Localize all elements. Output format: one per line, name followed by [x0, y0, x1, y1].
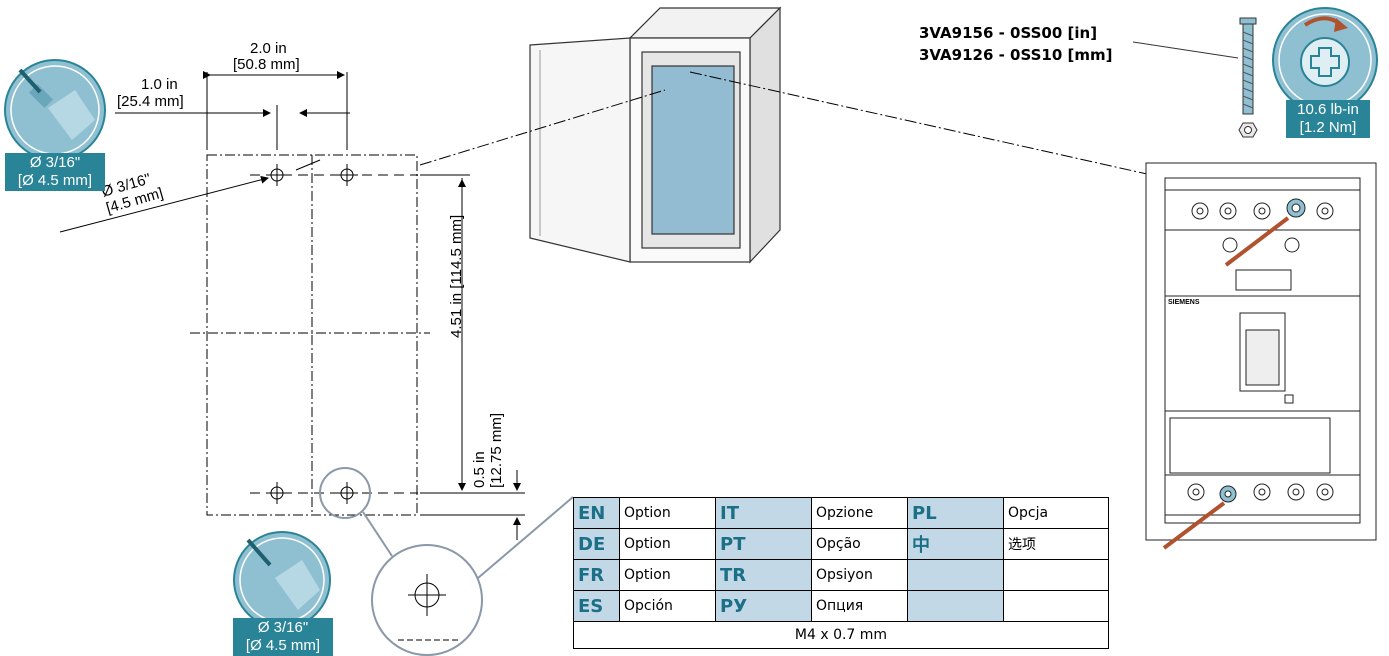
mounting-holes — [266, 164, 358, 504]
language-code: 中 — [907, 528, 1004, 560]
language-code: IT — [715, 497, 812, 529]
dim-width-in: 2.0 in — [250, 40, 287, 57]
language-code — [907, 559, 1004, 591]
circuit-breaker-illustration — [1145, 162, 1377, 550]
language-code: TR — [715, 559, 812, 591]
drill-icon — [4, 59, 106, 161]
option-translation: Opção — [811, 528, 908, 560]
hole-top-right — [336, 164, 358, 186]
torque-badge: 10.6 lb-in [1.2 Nm] — [1286, 100, 1370, 138]
thread-spec: M4 x 0.7 mm — [573, 621, 1109, 649]
torque-icon — [1272, 7, 1378, 113]
language-code: FR — [573, 559, 620, 591]
language-code: ES — [573, 590, 620, 622]
drill-icon — [233, 531, 331, 629]
option-translation: Opción — [619, 590, 716, 622]
option-translation — [1003, 590, 1109, 622]
option-translation: Opzione — [811, 497, 908, 529]
language-code: EN — [573, 497, 620, 529]
option-translation: Opsiyon — [811, 559, 908, 591]
hole-top-left — [266, 164, 288, 186]
hole-bottom-left — [266, 482, 288, 504]
screw-icon — [1132, 17, 1257, 115]
drill-template — [190, 154, 430, 516]
language-code — [907, 590, 1004, 622]
dim-bottom-offset: 0.5 in [12.75 mm] — [471, 412, 505, 488]
option-translation: Opcja — [1003, 497, 1109, 529]
hole-bottom-right — [336, 482, 358, 504]
option-translation: 选项 — [1003, 528, 1109, 560]
language-code: PL — [907, 497, 1004, 529]
dim-offset-mm: [25.4 mm] — [117, 93, 184, 110]
part-number-metric: 3VA9126 - 0SS10 [mm] — [919, 46, 1113, 64]
option-translation: Option — [619, 559, 716, 591]
option-translation: Option — [619, 528, 716, 560]
part-numbers: 3VA9156 - 0SS00 [in] 3VA9126 - 0SS10 [mm… — [919, 22, 1113, 66]
dim-offset-in: 1.0 in — [141, 76, 178, 93]
language-code: РУ — [715, 590, 812, 622]
breaker-brand: SIEMENS — [1168, 299, 1200, 306]
nut-icon — [1238, 122, 1258, 138]
hole-zoom-callout — [319, 467, 574, 656]
dim-width-mm: [50.8 mm] — [233, 56, 300, 73]
dim-height: 4.51 in [114.5 mm] — [448, 214, 465, 338]
drill-size-badge: Ø 3/16" [Ø 4.5 mm] — [5, 153, 105, 191]
option-translation — [1003, 559, 1109, 591]
language-code: PT — [715, 528, 812, 560]
option-translation: Option — [619, 497, 716, 529]
enclosure-illustration — [529, 6, 782, 264]
language-code: DE — [573, 528, 620, 560]
drill-size-badge: Ø 3/16" [Ø 4.5 mm] — [233, 618, 333, 656]
dimension-lines — [59, 71, 525, 540]
option-translation: Опция — [811, 590, 908, 622]
part-number-inch: 3VA9156 - 0SS00 [in] — [919, 24, 1098, 42]
